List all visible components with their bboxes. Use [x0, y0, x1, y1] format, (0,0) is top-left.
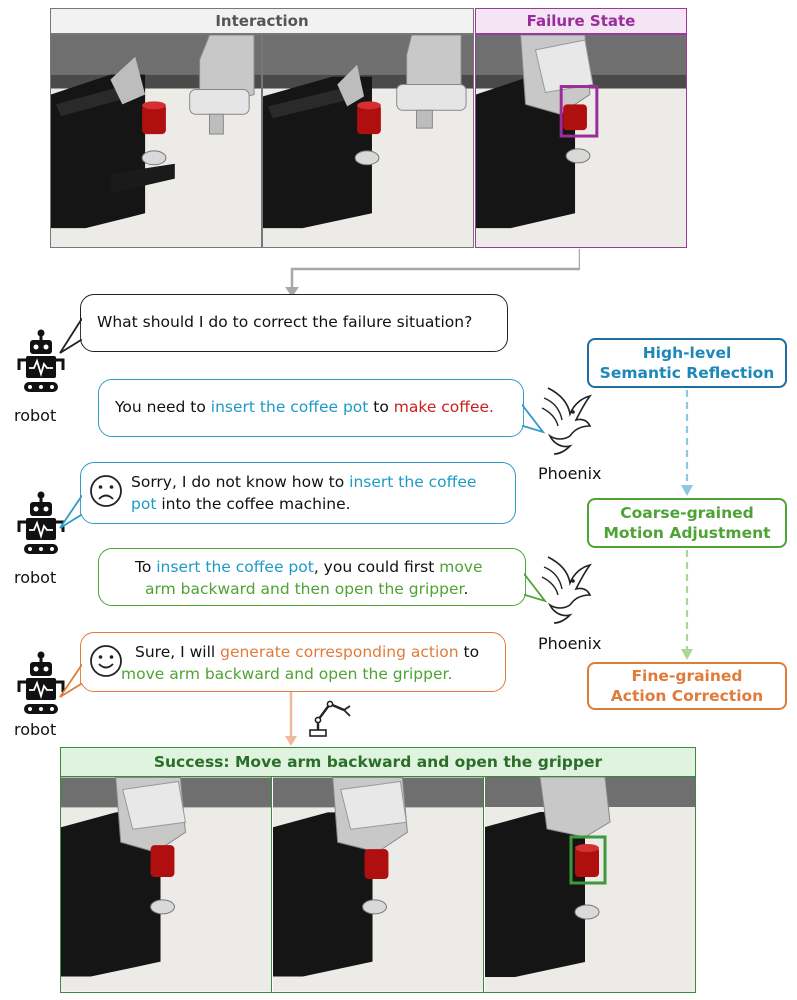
question-bubble-1: What should I do to correct the failure …	[80, 294, 508, 352]
answer-text-1: You need to insert the coffee pot to mak…	[115, 396, 494, 418]
text-segment: .	[463, 580, 469, 598]
robot-icon	[17, 651, 65, 714]
question-text-2a: Sorry, I do not know how to insert the c…	[131, 471, 476, 493]
success-scene-1	[61, 777, 271, 992]
interaction-frame-2	[262, 34, 474, 248]
text-segment: insert the coffee pot	[210, 398, 369, 416]
success-frames	[60, 776, 696, 993]
stage-high-level-semantic-reflection: High-level Semantic Reflection	[587, 338, 787, 388]
bubble-tail	[59, 664, 84, 698]
interaction-frame-1	[50, 34, 262, 248]
success-frame-3	[485, 777, 695, 992]
text-segment: Sorry, I do not know how to	[131, 473, 350, 491]
interaction-scene-2	[263, 35, 473, 247]
success-frame-1	[61, 777, 272, 992]
phoenix-label-2: Phoenix	[538, 634, 602, 653]
robot-label-1: robot	[14, 406, 57, 425]
failure-state-frame	[475, 34, 687, 248]
success-scene-2	[273, 777, 483, 992]
text-segment: , you could first	[313, 558, 440, 576]
text-segment: move arm backward and open the gripper.	[121, 665, 453, 683]
success-frame-2	[273, 777, 484, 992]
smile-face-icon	[90, 645, 122, 677]
top-connector-arrow	[285, 249, 580, 297]
text-segment: to	[458, 643, 480, 661]
bubble-tail	[523, 573, 547, 603]
answer-bubble-2: To insert the coffee pot, you could firs…	[98, 548, 526, 606]
response-text-3a: Sure, I will generate corresponding acti…	[135, 641, 479, 663]
text-segment: into the coffee machine.	[156, 495, 351, 513]
interaction-header: Interaction	[50, 8, 474, 34]
phoenix-icon	[541, 556, 592, 624]
text-segment: generate corresponding action	[220, 643, 459, 661]
failure-scene	[476, 35, 686, 247]
text-segment: To	[135, 558, 157, 576]
robot-label-3: robot	[14, 720, 57, 739]
stage-arrow-1	[681, 390, 693, 496]
text-segment: pot	[131, 495, 157, 513]
text-segment: insert the coffee pot	[156, 558, 314, 576]
sad-face-icon	[90, 475, 122, 507]
response-text-3b: move arm backward and open the gripper.	[121, 663, 452, 685]
answer-text-2a: To insert the coffee pot, you could firs…	[135, 556, 483, 578]
text-segment: insert the coffee	[349, 473, 477, 491]
question-bubble-2: Sorry, I do not know how to insert the c…	[80, 462, 516, 524]
success-scene-3	[485, 777, 695, 992]
answer-bubble-1: You need to insert the coffee pot to mak…	[98, 379, 524, 437]
text-segment: arm backward and then open the gripper	[145, 580, 464, 598]
robot-icon	[17, 329, 65, 392]
stage-arrow-2	[681, 550, 693, 660]
action-arrow	[285, 692, 297, 746]
interaction-scene-1	[51, 35, 261, 247]
text-segment: to	[368, 398, 394, 416]
stage-fine-grained-action-correction: Fine-grained Action Correction	[587, 662, 787, 710]
text-segment: make coffee.	[393, 398, 494, 416]
bubble-tail	[521, 404, 545, 434]
bubble-tail	[59, 318, 84, 354]
robot-label-2: robot	[14, 568, 57, 587]
stage-coarse-grained-motion-adjustment: Coarse-grained Motion Adjustment	[587, 498, 787, 548]
question-text-1: What should I do to correct the failure …	[97, 313, 473, 331]
failure-state-header: Failure State	[475, 8, 687, 34]
text-segment: You need to	[115, 398, 211, 416]
question-text-2b: pot into the coffee machine.	[131, 493, 351, 515]
answer-text-2b: arm backward and then open the gripper.	[145, 578, 468, 600]
response-bubble-3: Sure, I will generate corresponding acti…	[80, 632, 506, 692]
success-header: Success: Move arm backward and open the …	[60, 747, 696, 777]
text-segment: Sure, I will	[135, 643, 221, 661]
text-segment: move	[439, 558, 483, 576]
robot-arm-icon	[309, 700, 351, 737]
bubble-tail	[59, 495, 84, 529]
robot-icon	[17, 491, 65, 554]
phoenix-label-1: Phoenix	[538, 464, 602, 483]
phoenix-icon	[541, 387, 592, 455]
